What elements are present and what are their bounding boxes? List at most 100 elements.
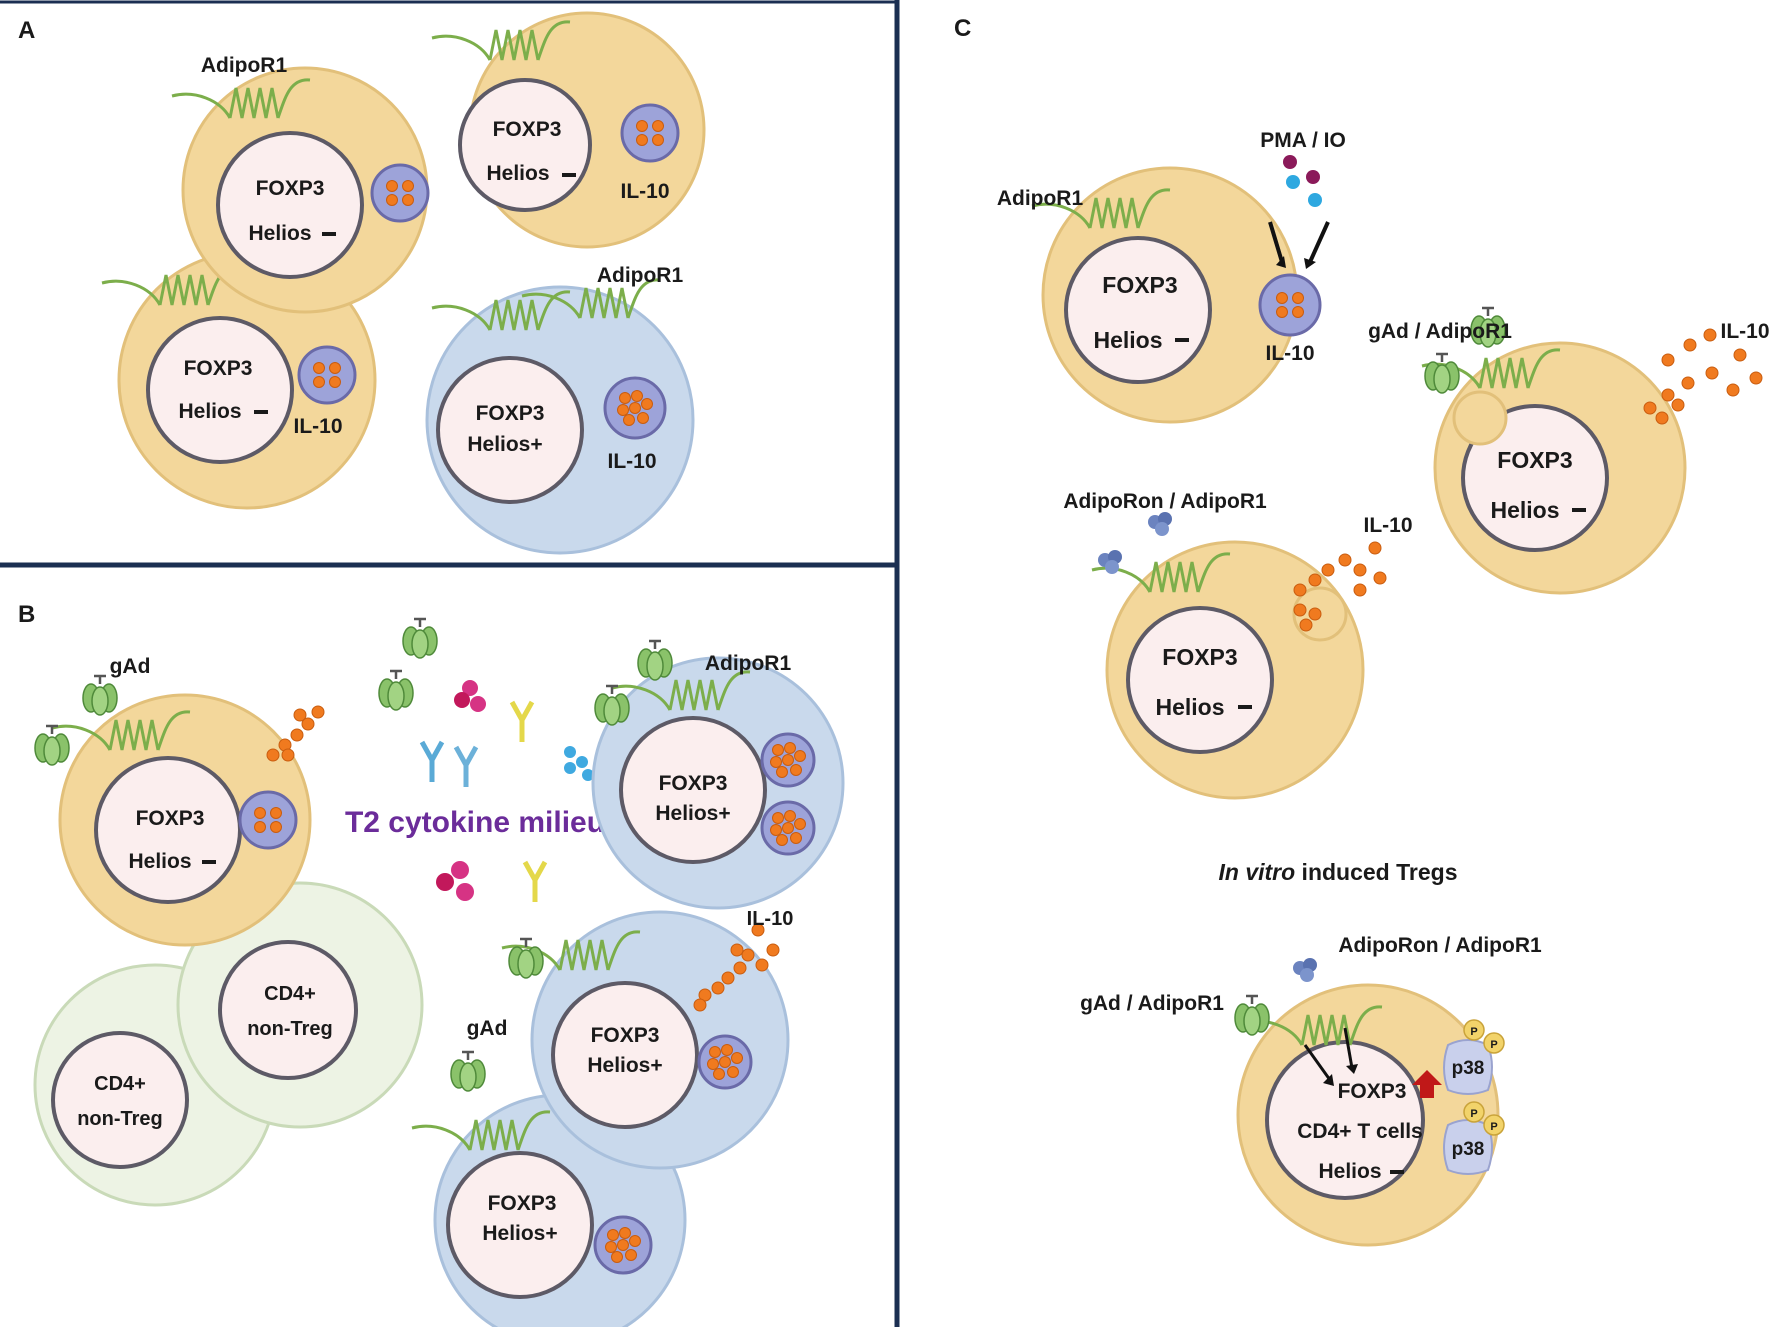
gad-trimer-icon [401,617,439,660]
panel-label-c: C [954,15,971,42]
p-label: P [1470,1026,1477,1038]
foxp3-label: FOXP3 [493,118,562,141]
gad-label: gAd [467,1017,508,1040]
cell-b2: FOXP3 Helios+ [591,639,845,910]
foxp3-label: FOXP3 [1338,1080,1407,1103]
in-vitro-heading: In vitro induced Tregs [1219,859,1458,885]
helios-label: Helios [1490,497,1559,523]
cell-b-nontreg-2: CD4+ non-Treg [176,881,424,1129]
adipor1-label: AdipoR1 [705,652,792,675]
il10-label: IL-10 [1265,342,1314,365]
cell-a2: FOXP3 Helios IL-10 [430,11,706,249]
foxp3-label: FOXP3 [136,807,205,830]
cell-a4: FOXP3 Helios+ IL-10 [425,278,695,555]
helios-label: Helios [486,162,549,185]
p38-protein-icon [1443,1039,1493,1095]
p-label: P [1490,1121,1497,1133]
antibody-icon [512,702,532,742]
antibody-icon [525,862,545,902]
antibody-icon [456,747,476,787]
foxp3-label: FOXP3 [1497,447,1572,473]
arrow-icon [1268,221,1284,263]
gad-trimer-icon [593,684,631,727]
antibody-icon [422,742,442,782]
helios-label: Helios [248,222,311,245]
foxp3-label: FOXP3 [488,1192,557,1215]
il10-label: IL-10 [620,180,669,203]
gad-trimer-icon [81,674,119,717]
helios-label: Helios+ [587,1054,662,1077]
cell-c2: FOXP3 Helios [1420,306,1763,595]
foxp3-label: FOXP3 [659,772,728,795]
p-label: P [1490,1039,1497,1051]
cell-b3: FOXP3 Helios+ [449,910,790,1170]
panel-label-a: A [18,17,35,44]
adiporon-icon [1148,512,1172,536]
pma-io-label: PMA / IO [1260,129,1346,152]
cell-c1: FOXP3 Helios IL-10 [1030,155,1330,424]
gad-trimer-icon [33,724,71,767]
adiporon-icon [1293,958,1317,982]
helios-label: Helios+ [467,433,542,456]
il10-label: IL-10 [607,450,656,473]
foxp3-label: FOXP3 [476,402,545,425]
il10-label: IL-10 [1720,320,1769,343]
gad-trimer-icon [1423,352,1461,395]
helios-label: Helios [1155,694,1224,720]
il10-label: IL-10 [293,415,342,438]
helios-label: Helios [178,400,241,423]
adiporon-adipor1-label: AdipoRon / AdipoR1 [1063,490,1267,513]
arrow-icon [1323,1074,1334,1086]
gad-trimer-icon [1233,994,1271,1037]
helios-label: Helios+ [655,802,730,825]
adipor1-label: AdipoR1 [201,54,288,77]
non-treg-label: non-Treg [247,1018,333,1040]
non-treg-label: non-Treg [77,1108,163,1130]
il10-label: IL-10 [1363,514,1412,537]
io-icon [1286,175,1300,189]
cell-c3: FOXP3 Helios [1090,512,1387,800]
t2-milieu-label: T2 cytokine milieu [345,806,605,839]
panel-c: FOXP3 Helios IL-10 AdipoR1 PMA / IO FOXP… [997,129,1770,1247]
gad-trimer-icon [449,1050,487,1093]
in-vitro-italic-label: In vitro [1219,859,1296,885]
foxp3-label: FOXP3 [1102,272,1177,298]
adipor1-label: AdipoR1 [597,264,684,287]
helios-label: Helios [128,850,191,873]
foxp3-label: FOXP3 [1162,644,1237,670]
cell-a1: FOXP3 Helios [170,66,430,314]
helios-label: Helios [1318,1160,1381,1183]
pma-icon [1283,155,1297,169]
foxp3-label: FOXP3 [184,357,253,380]
il10-label: IL-10 [747,908,794,930]
gad-trimer-icon [636,639,674,682]
gad-label: gAd [110,655,151,678]
cytokine-icon [451,861,469,879]
gad-adipor1-label: gAd / AdipoR1 [1080,992,1224,1015]
up-arrow-icon [1412,1070,1442,1098]
foxp3-label: FOXP3 [256,177,325,200]
p-label: P [1470,1108,1477,1120]
p38-label: p38 [1452,1058,1485,1079]
cd4-label: CD4+ [94,1073,146,1095]
helios-label: Helios+ [482,1222,557,1245]
cd4-t-cells-label: CD4+ T cells [1297,1120,1422,1143]
cell-b1: FOXP3 Helios [33,674,325,947]
cd4-label: CD4+ [264,983,316,1005]
panel-b: CD4+ non-Treg CD4+ non-Treg FOXP3 Helios [33,617,845,1327]
cytokine-icon [564,746,576,758]
helios-label: Helios [1093,327,1162,353]
cell-a3: FOXP3 Helios IL-10 [100,250,377,510]
panel-label-b: B [18,601,35,628]
p38-label: p38 [1452,1139,1485,1160]
panel-a: FOXP3 Helios IL-10 FOXP3 Helios IL-10 FO… [100,11,706,555]
cell-c4: P P P P p38 p38 FOXP3 CD4+ T cells Helio… [1233,958,1505,1247]
adipor1-label: AdipoR1 [997,187,1084,210]
foxp3-label: FOXP3 [591,1024,660,1047]
cytokine-icon [462,680,478,696]
gad-trimer-icon [377,669,415,712]
adiporon-adipor1-label: AdipoRon / AdipoR1 [1338,934,1542,957]
gad-adipor1-label: gAd / AdipoR1 [1368,320,1512,343]
